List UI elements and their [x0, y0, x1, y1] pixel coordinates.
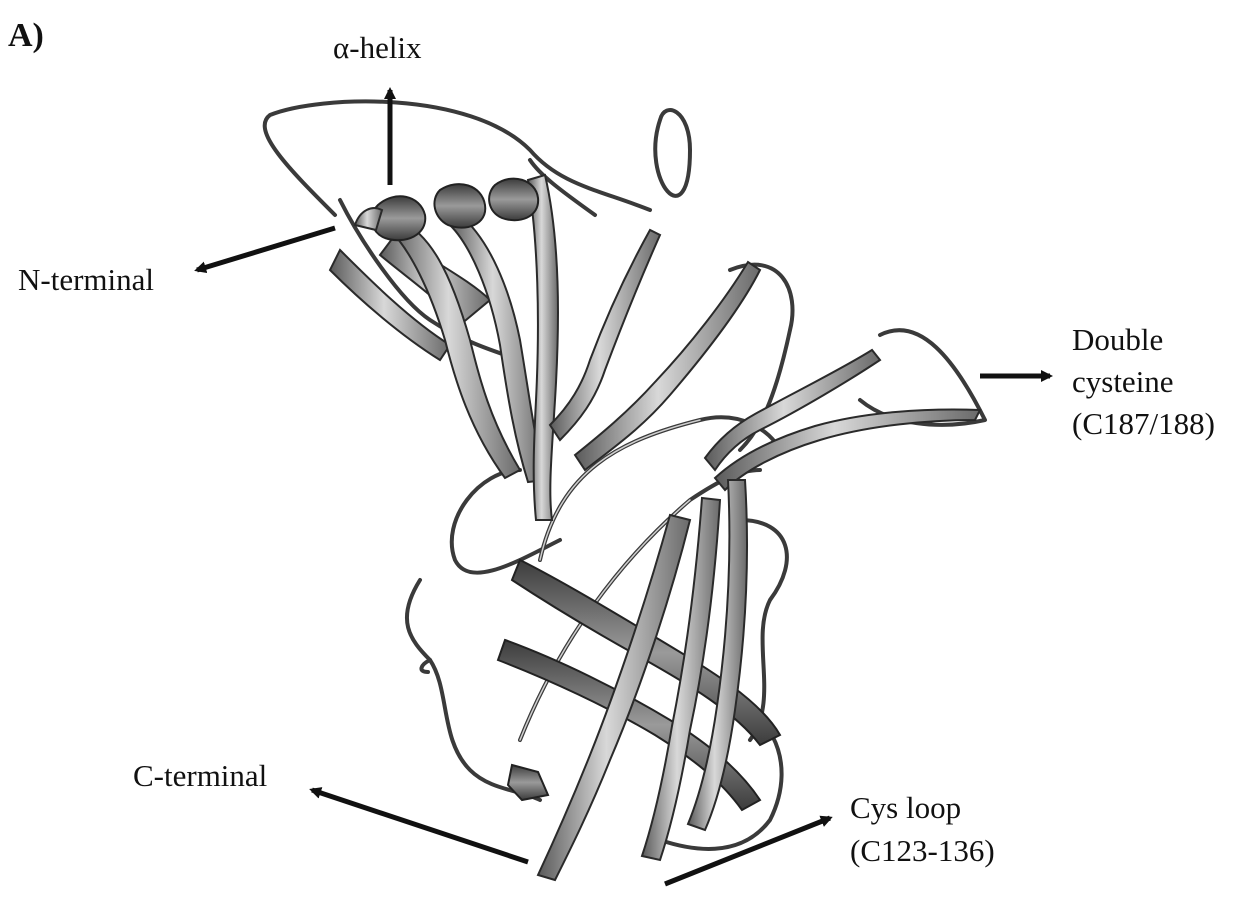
alpha-helix-label: α-helix: [333, 30, 422, 66]
n-terminal-arrow: [197, 228, 335, 270]
n-terminal-label: N-terminal: [18, 262, 154, 298]
double-cysteine-label-line2: cysteine: [1072, 364, 1174, 400]
cys-loop-label-line2: (C123-136): [850, 833, 995, 869]
alpha-helix-turns: [355, 179, 538, 241]
cys-loop-label-line1: Cys loop: [850, 790, 961, 826]
double-cysteine-label-line1: Double: [1072, 322, 1163, 358]
beta-sheets: [330, 175, 980, 880]
panel-label: A): [8, 18, 44, 54]
annotation-arrows: [197, 90, 1050, 884]
cys-loop-arrow: [665, 818, 830, 884]
c-terminal-arrow: [312, 790, 528, 862]
double-cysteine-label-line3: (C187/188): [1072, 406, 1215, 442]
c-terminal-label: C-terminal: [133, 758, 267, 794]
